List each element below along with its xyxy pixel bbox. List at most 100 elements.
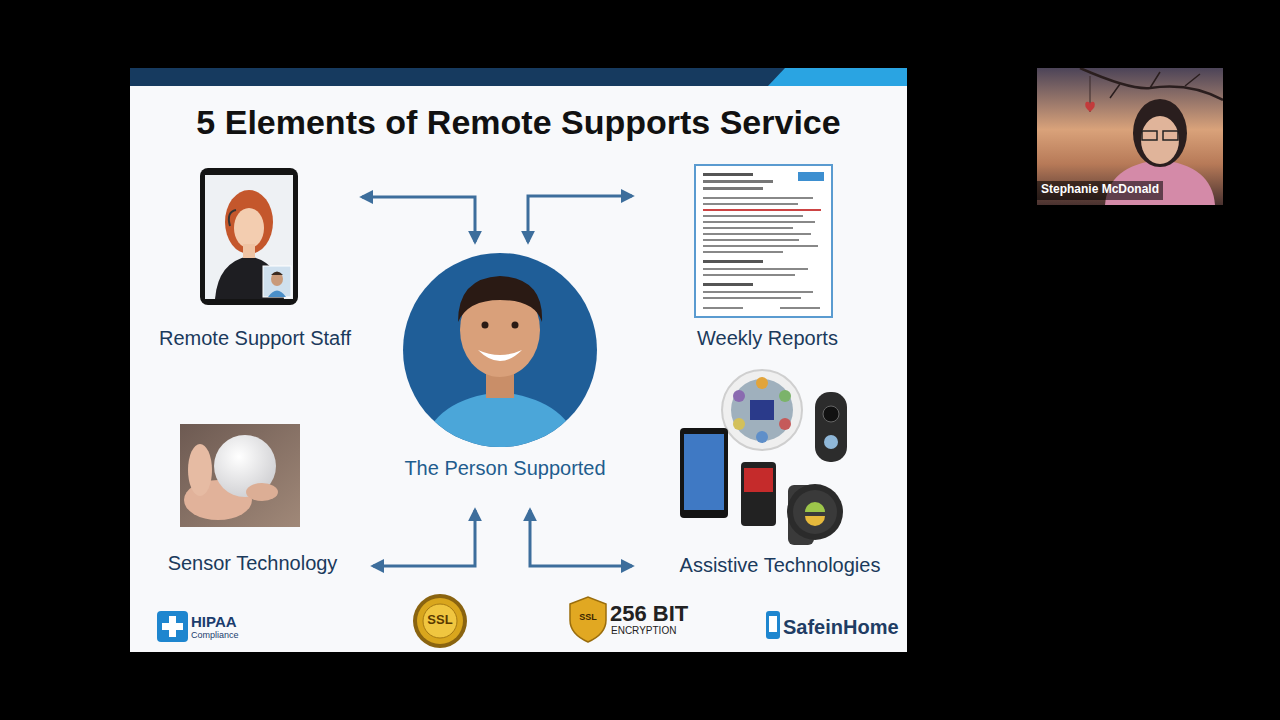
report-document-part xyxy=(703,215,803,217)
tablet-illustration-part xyxy=(205,175,293,299)
brand-logo-text: SafeinHome xyxy=(783,616,899,639)
participant-name: Stephanie McDonald xyxy=(1041,183,1159,197)
tablet-illustration-part xyxy=(234,208,264,248)
report-document-part xyxy=(703,283,753,286)
node-caption: Assistive Technologies xyxy=(680,553,881,577)
slide-background-part xyxy=(130,68,907,86)
tablet-illustration-part xyxy=(200,168,298,305)
double-arrow-connector xyxy=(528,196,632,242)
hipaa-icon xyxy=(157,611,188,642)
element-card: Assistive Technologies xyxy=(665,365,895,577)
slide-background-part xyxy=(768,68,907,86)
assistive-devices-part xyxy=(722,370,802,450)
hipaa-icon-part xyxy=(157,611,188,642)
person-portrait-part xyxy=(420,276,582,460)
element-card: Sensor Technology xyxy=(150,420,355,575)
report-document-part xyxy=(703,274,795,276)
report-document-part xyxy=(703,233,811,235)
sensor-photo-part xyxy=(180,424,300,527)
assistive-devices-part xyxy=(750,400,774,420)
report-document-part xyxy=(703,187,763,190)
report-document-part xyxy=(703,307,743,309)
ssl-seal-part xyxy=(413,594,467,648)
webcam-feed-part xyxy=(1141,116,1179,164)
double-arrow-connector xyxy=(362,197,475,242)
assistive-devices-part xyxy=(805,502,825,512)
webcam-feed-part xyxy=(1080,68,1223,100)
ssl-shield-part xyxy=(570,597,606,642)
double-arrow-connector xyxy=(530,510,632,566)
webcam-feed-part xyxy=(1037,181,1163,200)
element-card: Remote Support Staff xyxy=(150,165,360,350)
report-document-part xyxy=(703,221,815,223)
seal-text: SSL xyxy=(427,613,452,628)
webcam-feed-part xyxy=(1037,68,1223,205)
logo-text: HIPAA xyxy=(191,613,237,630)
webcam-feed xyxy=(1037,68,1223,205)
hipaa-icon-part xyxy=(162,623,183,630)
node-caption: Weekly Reports xyxy=(697,326,838,350)
person-portrait-part xyxy=(458,276,542,322)
assistive-devices-part xyxy=(805,516,825,526)
report-document-part xyxy=(703,197,813,199)
report-document xyxy=(695,165,832,317)
assistive-devices-part xyxy=(823,406,839,422)
element-card: Weekly Reports xyxy=(665,162,870,350)
report-document-part xyxy=(703,227,793,229)
assistive-devices-part xyxy=(756,377,768,389)
webcam-feed-part xyxy=(1163,131,1178,140)
report-document-part xyxy=(798,172,824,181)
ssl-seal xyxy=(413,594,467,648)
safeinhome-icon xyxy=(766,611,780,639)
assistive-devices-part xyxy=(793,490,837,534)
webcam-feed-part xyxy=(1110,72,1200,98)
webcam-feed-part xyxy=(1133,99,1187,167)
slide-background xyxy=(130,68,907,652)
node-caption: The Person Supported xyxy=(404,456,605,480)
report-document-part xyxy=(703,268,808,270)
ssl-seal-part xyxy=(417,598,463,644)
assistive-devices-part xyxy=(733,390,745,402)
assistive-devices-part xyxy=(815,392,847,462)
assistive-devices-part xyxy=(779,418,791,430)
webcam-feed-part xyxy=(1085,102,1095,112)
report-document-part xyxy=(703,297,801,299)
tablet-illustration-part xyxy=(271,272,283,286)
logo-text: ENCRYPTION xyxy=(611,625,676,637)
ssl-shield xyxy=(570,597,606,642)
tablet-illustration-part xyxy=(271,272,283,276)
logo-text: 256 BIT xyxy=(610,601,688,626)
person-portrait-part xyxy=(482,322,489,329)
person-portrait xyxy=(403,253,597,460)
shield-text: SSL xyxy=(579,612,597,622)
logo-text: Compliance xyxy=(191,630,239,640)
assistive-devices-part xyxy=(779,390,791,402)
sensor-photo-part xyxy=(246,483,278,501)
assistive-devices-part xyxy=(684,434,724,510)
sensor-photo-part xyxy=(188,444,212,496)
report-document-part xyxy=(703,180,773,183)
tablet-illustration-part xyxy=(268,291,286,298)
slide-title: 5 Elements of Remote Supports Service xyxy=(130,100,907,144)
tablet-illustration-part xyxy=(243,244,255,258)
report-document-part xyxy=(780,307,820,309)
ssl-seal-part xyxy=(423,604,457,638)
safeinhome-icon-part xyxy=(766,611,780,639)
person-portrait-part xyxy=(420,392,582,460)
report-document-part xyxy=(703,260,763,263)
sensor-photo xyxy=(180,424,300,527)
report-document-part xyxy=(703,291,813,293)
node-caption: Remote Support Staff xyxy=(159,326,351,350)
double-arrow-connector xyxy=(373,510,475,566)
tablet-illustration-part xyxy=(263,266,291,297)
report-document-part xyxy=(703,239,799,241)
slide-background-part xyxy=(130,68,907,652)
central-person: The Person Supported xyxy=(395,250,615,480)
report-document-part xyxy=(703,203,798,205)
safeinhome-icon-part xyxy=(769,616,777,632)
assistive-devices-part xyxy=(733,418,745,430)
assistive-devices-part xyxy=(824,435,838,449)
person-portrait-part xyxy=(512,322,519,329)
